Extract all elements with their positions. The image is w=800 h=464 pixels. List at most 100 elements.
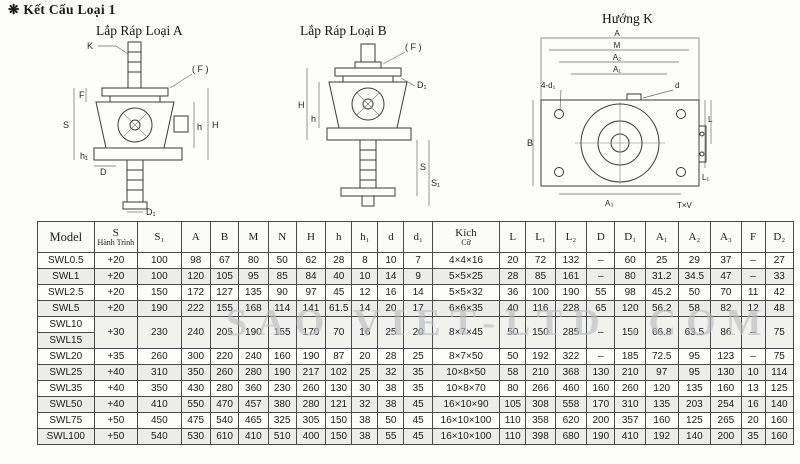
data-cell: 410 [137, 396, 182, 413]
data-cell: 12 [351, 284, 379, 301]
model-cell: SWL2.5 [37, 284, 95, 301]
label-s1: S₁ [431, 178, 440, 188]
data-cell: 190 [295, 348, 327, 365]
data-cell: 38 [377, 396, 405, 413]
label-d: d [675, 81, 679, 90]
label-d1: D₁ [146, 207, 156, 217]
data-cell: 132 [554, 252, 588, 269]
label-txv: T×V [677, 201, 693, 210]
data-cell: 47 [710, 268, 742, 285]
data-cell: 63.5 [677, 316, 712, 349]
data-cell: 37 [710, 252, 742, 269]
column-header: d₁ [403, 221, 433, 253]
data-cell: 150 [137, 284, 182, 301]
data-cell: 98 [614, 284, 646, 301]
data-cell: 14 [351, 300, 379, 317]
data-cell: 12 [740, 300, 766, 317]
data-cell: 280 [238, 364, 269, 381]
data-cell: 140 [764, 396, 795, 413]
data-cell: 55 [586, 284, 616, 301]
data-cell: 28 [377, 348, 405, 365]
data-cell: 25 [644, 252, 679, 269]
data-cell: 190 [267, 364, 297, 381]
label-bolt-note: 4-d₁ [541, 81, 556, 90]
data-cell: 398 [525, 428, 556, 445]
data-cell: 50 [499, 316, 527, 349]
column-header: D₁ [614, 221, 646, 253]
data-cell: 50 [377, 412, 405, 429]
data-cell: 5×5×32 [431, 284, 501, 301]
data-cell: 470 [209, 396, 240, 413]
data-cell: 56.2 [644, 300, 679, 317]
diagram-assembly-a: K ( F ) S F H h h₁ D D₁ [63, 41, 219, 217]
data-cell: 28 [499, 268, 527, 285]
data-cell: 150 [325, 412, 353, 429]
data-cell: +20 [93, 268, 139, 285]
data-cell: 558 [554, 396, 588, 413]
data-cell: 280 [209, 380, 240, 397]
data-cell: 45 [403, 412, 433, 429]
data-cell: 123 [710, 348, 742, 365]
data-cell: 230 [267, 380, 297, 397]
column-header: L₁ [525, 221, 556, 253]
jack-b-dimension-lines [306, 51, 430, 206]
label-a3: A₃ [605, 199, 614, 208]
data-cell: 45 [325, 284, 353, 301]
data-cell: 160 [644, 412, 679, 429]
data-cell: 114 [764, 364, 795, 381]
data-cell: 14 [403, 284, 433, 301]
data-cell: 450 [137, 412, 182, 429]
data-cell: 14 [377, 268, 405, 285]
data-cell: 20 [740, 412, 766, 429]
data-cell: 150 [525, 316, 556, 349]
data-cell: 45 [403, 428, 433, 445]
data-cell: 170 [295, 316, 327, 349]
data-cell: 82 [710, 300, 742, 317]
data-cell: 310 [614, 396, 646, 413]
column-header: D₂ [764, 221, 795, 253]
data-cell: 105 [209, 268, 240, 285]
data-cell: 260 [209, 364, 240, 381]
data-cell: 205 [209, 316, 240, 349]
data-cell: 16 [740, 396, 766, 413]
data-cell: 310 [137, 364, 182, 381]
data-cell: 130 [586, 364, 616, 381]
data-cell: 410 [238, 428, 269, 445]
data-cell: 130 [710, 364, 742, 381]
data-cell: 141 [295, 300, 327, 317]
data-cell: 200 [710, 428, 742, 445]
data-cell: 33 [764, 268, 795, 285]
data-cell: 308 [525, 396, 556, 413]
data-cell: 61.5 [325, 300, 353, 317]
data-cell: 70 [710, 284, 742, 301]
data-cell: 240 [238, 348, 269, 365]
data-cell: 20 [351, 348, 379, 365]
data-cell: 430 [180, 380, 211, 397]
data-cell: – [586, 316, 616, 349]
data-cell: 322 [554, 348, 588, 365]
label-h: h [197, 122, 202, 132]
data-cell: 357 [614, 412, 646, 429]
section-bullet: ❋ [8, 2, 20, 17]
data-cell: 72 [525, 252, 556, 269]
data-cell: 135 [238, 284, 269, 301]
data-cell: 102 [325, 364, 353, 381]
label-h-cap: H [298, 100, 305, 110]
data-cell: 350 [137, 380, 182, 397]
data-cell: 11 [740, 284, 766, 301]
data-cell: 100 [137, 252, 182, 269]
data-cell: 13 [740, 380, 766, 397]
column-header: A [180, 221, 211, 253]
data-cell: 98 [180, 252, 211, 269]
label-m: M [614, 41, 621, 50]
data-cell: 10×8×50 [431, 364, 501, 381]
data-cell: 540 [209, 412, 240, 429]
data-cell: 203 [677, 396, 712, 413]
